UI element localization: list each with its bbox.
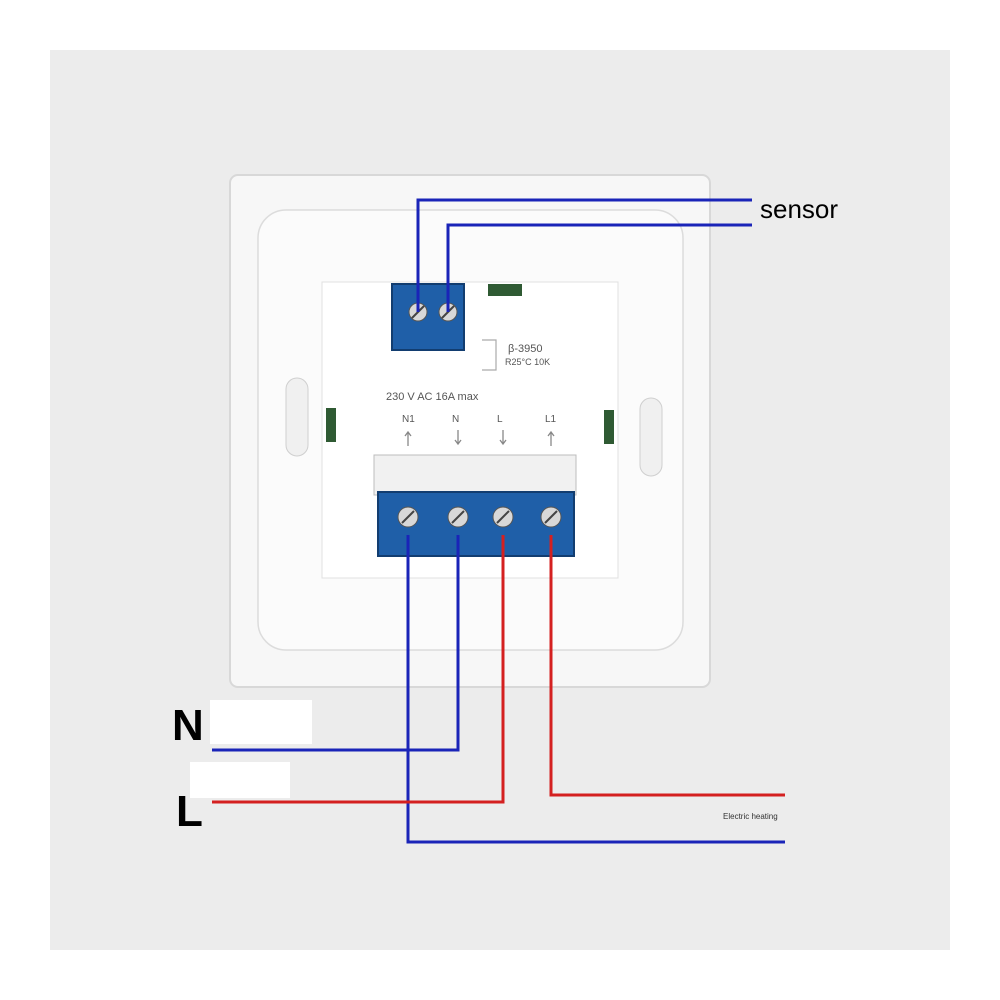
label-mask-n [210,700,312,744]
terminal-label-l: L [497,414,503,425]
wire-l-supply [212,535,505,804]
mount-slot-right [639,397,663,477]
wire-l1-load [549,535,785,797]
clip-top [488,284,522,296]
terminal-cavity [373,454,577,496]
clip-left [326,408,336,442]
terminal-label-n1: N1 [402,414,415,425]
load-label: Electric heating [723,812,778,821]
terminal-label-l1: L1 [545,414,557,425]
neutral-label: N [172,701,204,750]
sensor-label: sensor [760,194,839,224]
sensor-spec-text: β-3950 [508,343,542,355]
terminal-arrow-n1 [404,430,412,446]
mount-slot-left [285,377,309,457]
terminal-arrow-l1 [547,430,555,446]
rating-text: 230 V AC 16A max [386,391,479,403]
sensor-wire-2 [446,223,752,312]
label-mask-l [190,762,290,798]
terminal-label-n: N [452,414,459,425]
terminal-arrow-n [454,430,462,446]
wire-n1-load [406,535,785,844]
wire-n-supply [212,535,460,752]
sensor-resistance-text: R25°C 10K [505,357,550,367]
sensor-wire-1 [416,198,752,312]
terminal-arrow-l [499,430,507,446]
live-label: L [176,787,203,836]
clip-right [604,410,614,444]
